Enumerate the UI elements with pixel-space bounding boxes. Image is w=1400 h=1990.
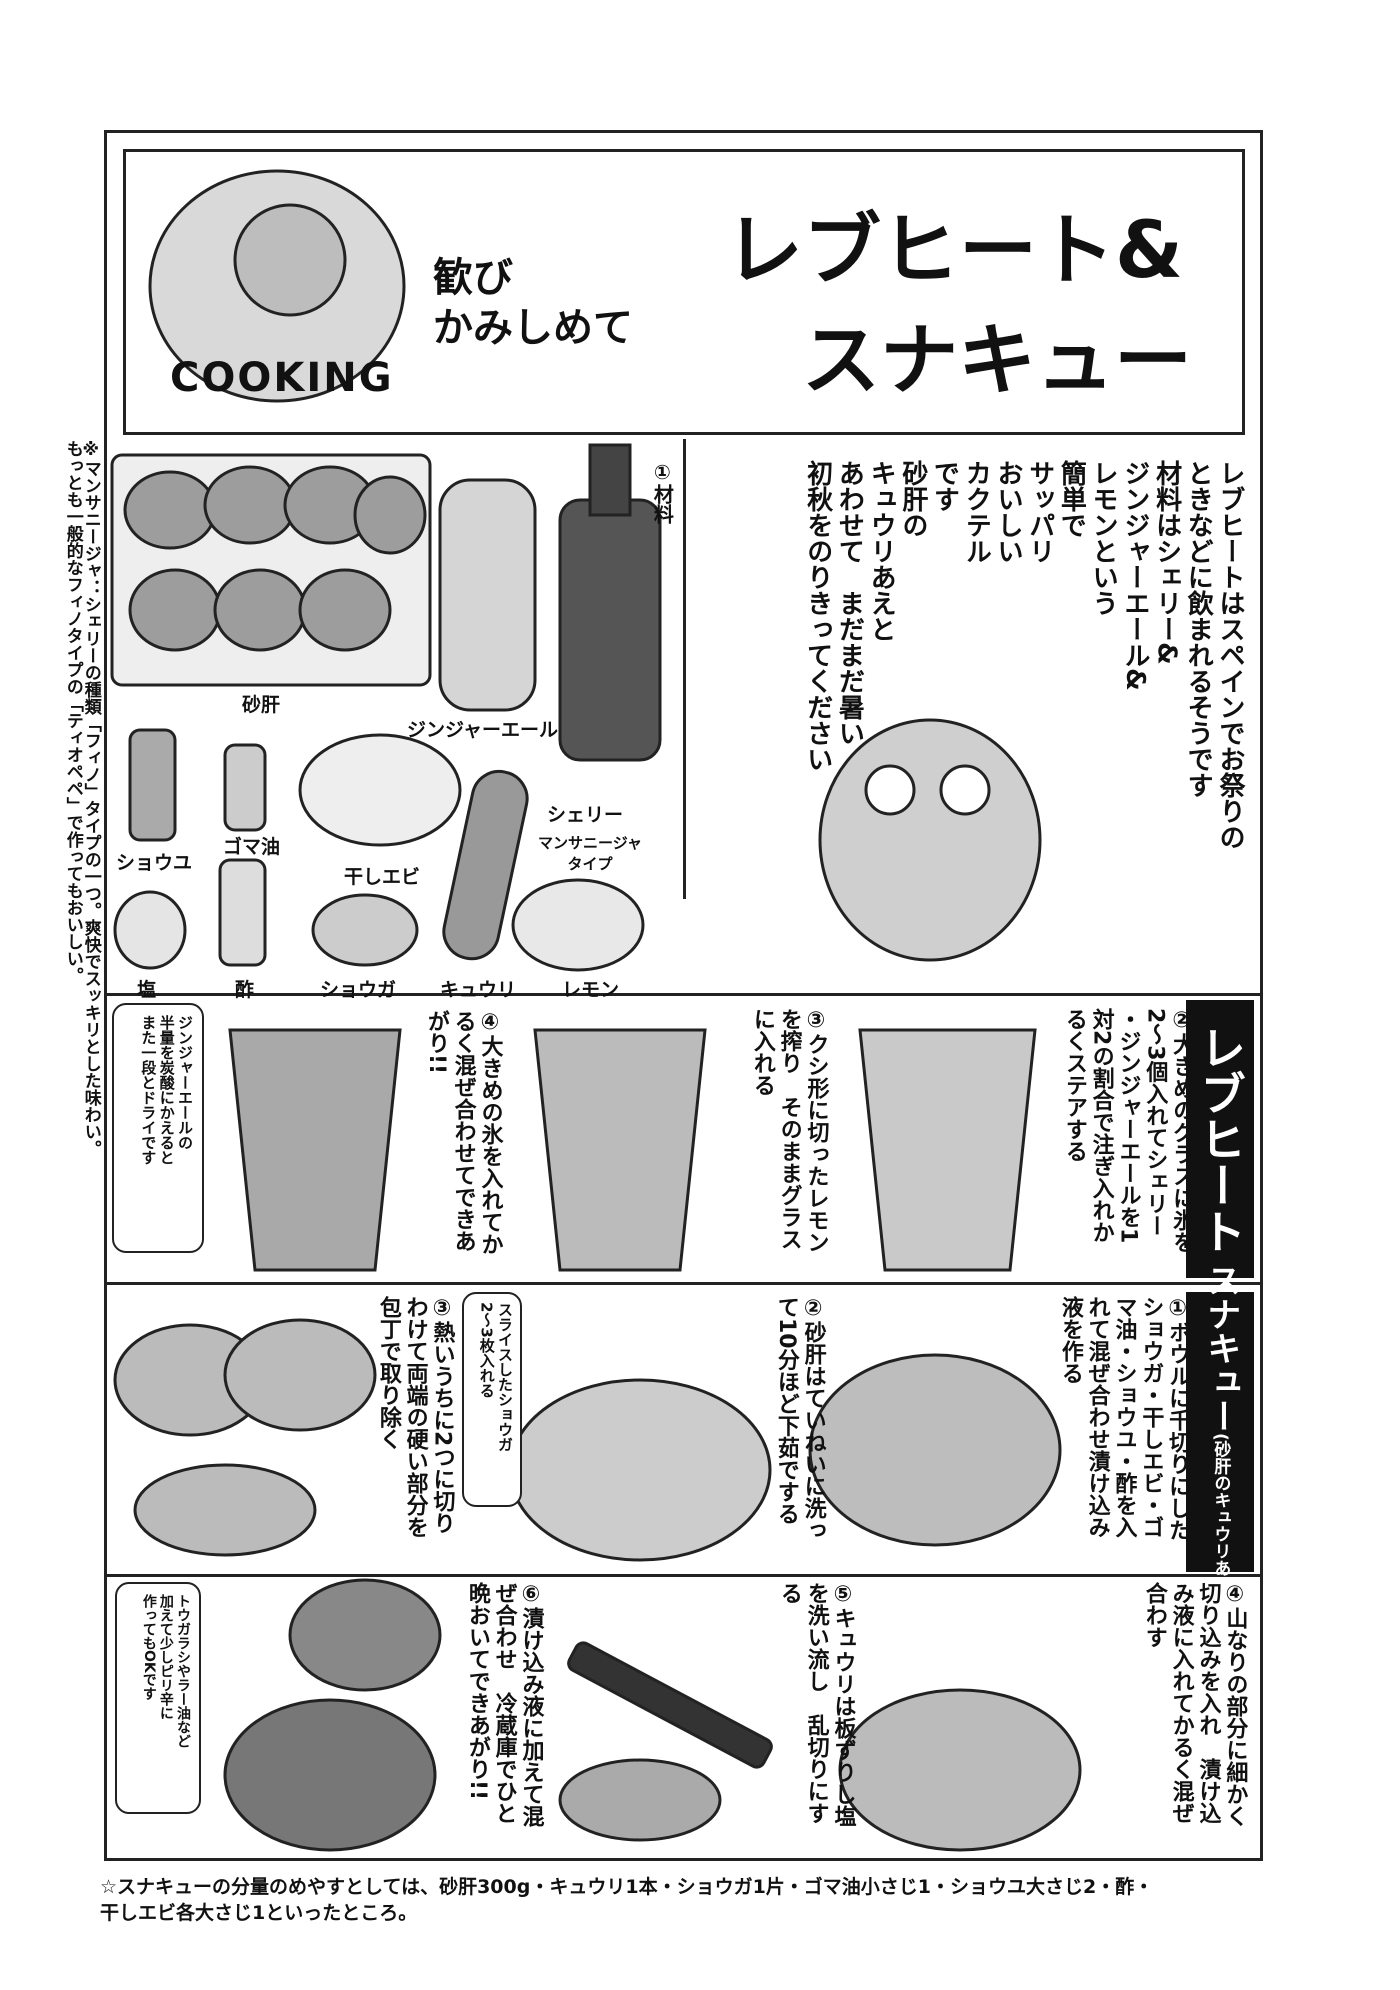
knife [567, 1641, 773, 1769]
rebuheat-heading-text: レブヒート [1193, 1024, 1248, 1254]
sunakyu-step-1: ①ボウルに千切りにした ショウガ・干しエビ・ゴ マ油・ショウユ・酢を入 れて混ぜ… [1057, 1296, 1191, 1541]
label-sesame-oil: ゴマ油 [223, 836, 281, 858]
divider [104, 1574, 1263, 1577]
rebuheat-step-3: ③クシ形に切ったレモン を搾り そのままグラス に入れる [749, 1008, 829, 1253]
label-gizzard: 砂肝 [242, 694, 281, 716]
sunakyu-step-3: ③熱いうちに2つに切り わけて両端の硬い部分を 包丁で取り除く [375, 1296, 455, 1538]
sesame-oil-bottle [223, 743, 267, 832]
series-subtitle-1: 歓び [433, 255, 513, 301]
lemon-glass [533, 1028, 707, 1272]
footer-note-line1: ☆スナキューの分量のめやすとしては、砂肝300g・キュウリ1本・ショウガ1片・ゴ… [100, 1876, 1154, 1898]
rebuheat-tip-text: ジンジャーエールの 半量を炭酸にかえると また一段とドライです [139, 1015, 194, 1165]
label-lemon: レモン [562, 979, 620, 1001]
ginger [311, 893, 419, 967]
sunakyu-heading-text: スナキュー [1200, 1262, 1241, 1433]
sunakyu-step-4: ④山なりの部分に細かく 切り込みを入れ 漬け込 み液に入れてかるく混ぜ 合わす [1141, 1582, 1248, 1827]
label-soy-sauce: ショウユ [116, 852, 193, 874]
marinated-bowl [288, 1578, 442, 1692]
side-note-2: もっとも一般的なフィノタイプの「ティオペペ」で作ってもおいしい。 [62, 440, 83, 984]
rebuheat-step-2: ②大きめのグラスに氷を 2〜3個入れてシェリー ・ジンジャーエールを1 対2の割… [1061, 1008, 1195, 1253]
finished-glass [228, 1028, 402, 1272]
series-subtitle-2: かみしめて [433, 305, 633, 351]
ginger-ale-bottle [438, 478, 537, 712]
page-title-line1: レブヒート& [725, 206, 1184, 296]
footer-note-line2: 干しエビ各大さじ1といったところ。 [100, 1902, 418, 1924]
side-note-1: ※マンサニージャ：シェリーの種類「フィノ」タイプの一つ。爽快でスッキリとした味わ… [80, 440, 101, 1157]
sunakyu-step-6: ⑥漬け込み液に加えて混 ぜ合わせ 冷蔵庫でひと 晩おいてできあがり!! [464, 1582, 544, 1827]
divider [683, 439, 686, 899]
intro-speech-bubble: レブヒートはスペインでお祭りの ときなどに飲まれるそうです 材料はシェリー& ジ… [802, 460, 1245, 850]
series-logo: COOKING [170, 355, 394, 401]
rebuheat-tip-bubble: ジンジャーエールの 半量を炭酸にかえると また一段とドライです [112, 1003, 204, 1253]
dried-shrimp-plate [298, 733, 462, 847]
sunakyu-tip-text: トウガラシやラー油など 加えて少しピリ辛に 作ってもOKです [140, 1594, 191, 1748]
soy-sauce-bottle [128, 728, 177, 842]
title-box [123, 149, 1245, 435]
page-title-line2: スナキュー [802, 316, 1193, 406]
sunakyu-heading: スナキュー (砂肝のキュウリあえ) [1186, 1263, 1254, 1601]
marinade-bowl [808, 1353, 1062, 1547]
slice-ginger-text: スライスしたショウガ 2〜3枚入れる [477, 1302, 514, 1452]
pouring-glass [858, 1028, 1037, 1272]
cut-cucumber [558, 1758, 722, 1842]
label-vinegar: 酢 [235, 979, 255, 1001]
divider [104, 1282, 1263, 1285]
divider [104, 993, 1263, 996]
label-ginger-ale: ジンジャーエール [407, 719, 559, 741]
label-sherry: シェリー [547, 804, 624, 826]
sherry-type-note: マンサニージャ タイプ [538, 834, 642, 873]
lemon [511, 878, 645, 972]
salt-bowl [113, 890, 187, 970]
cucumber [442, 769, 529, 961]
serving-plate [223, 1698, 437, 1852]
vinegar-bottle [218, 858, 267, 967]
label-cucumber: キュウリ [440, 979, 517, 1001]
mixing-bowl [838, 1688, 1082, 1852]
sunakyu-subheading: (砂肝のキュウリあえ) [1210, 1432, 1231, 1602]
sunakyu-tip-bubble: トウガラシやラー油など 加えて少しピリ辛に 作ってもOKです [115, 1582, 201, 1814]
sunakyu-step-2: ②砂肝はていねいに洗っ て10分ほど下茹でする [773, 1296, 826, 1541]
rebuheat-heading: レブヒート [1186, 1000, 1254, 1278]
ingredients-heading: ①材料 [650, 460, 675, 524]
slice-ginger-bubble: スライスしたショウガ 2〜3枚入れる [462, 1292, 522, 1507]
label-ginger: ショウガ [320, 979, 397, 1001]
rebuheat-step-4: ④大きめの氷を入れてか るく混ぜ合わせてできあ がり!! [423, 1010, 503, 1255]
sunakyu-step-5: ⑤キュウリは板ずりし塩 を洗い流し 乱切りにす る [776, 1582, 856, 1827]
label-salt: 塩 [137, 979, 157, 1001]
label-dried-shrimp: 干しエビ [344, 866, 421, 888]
